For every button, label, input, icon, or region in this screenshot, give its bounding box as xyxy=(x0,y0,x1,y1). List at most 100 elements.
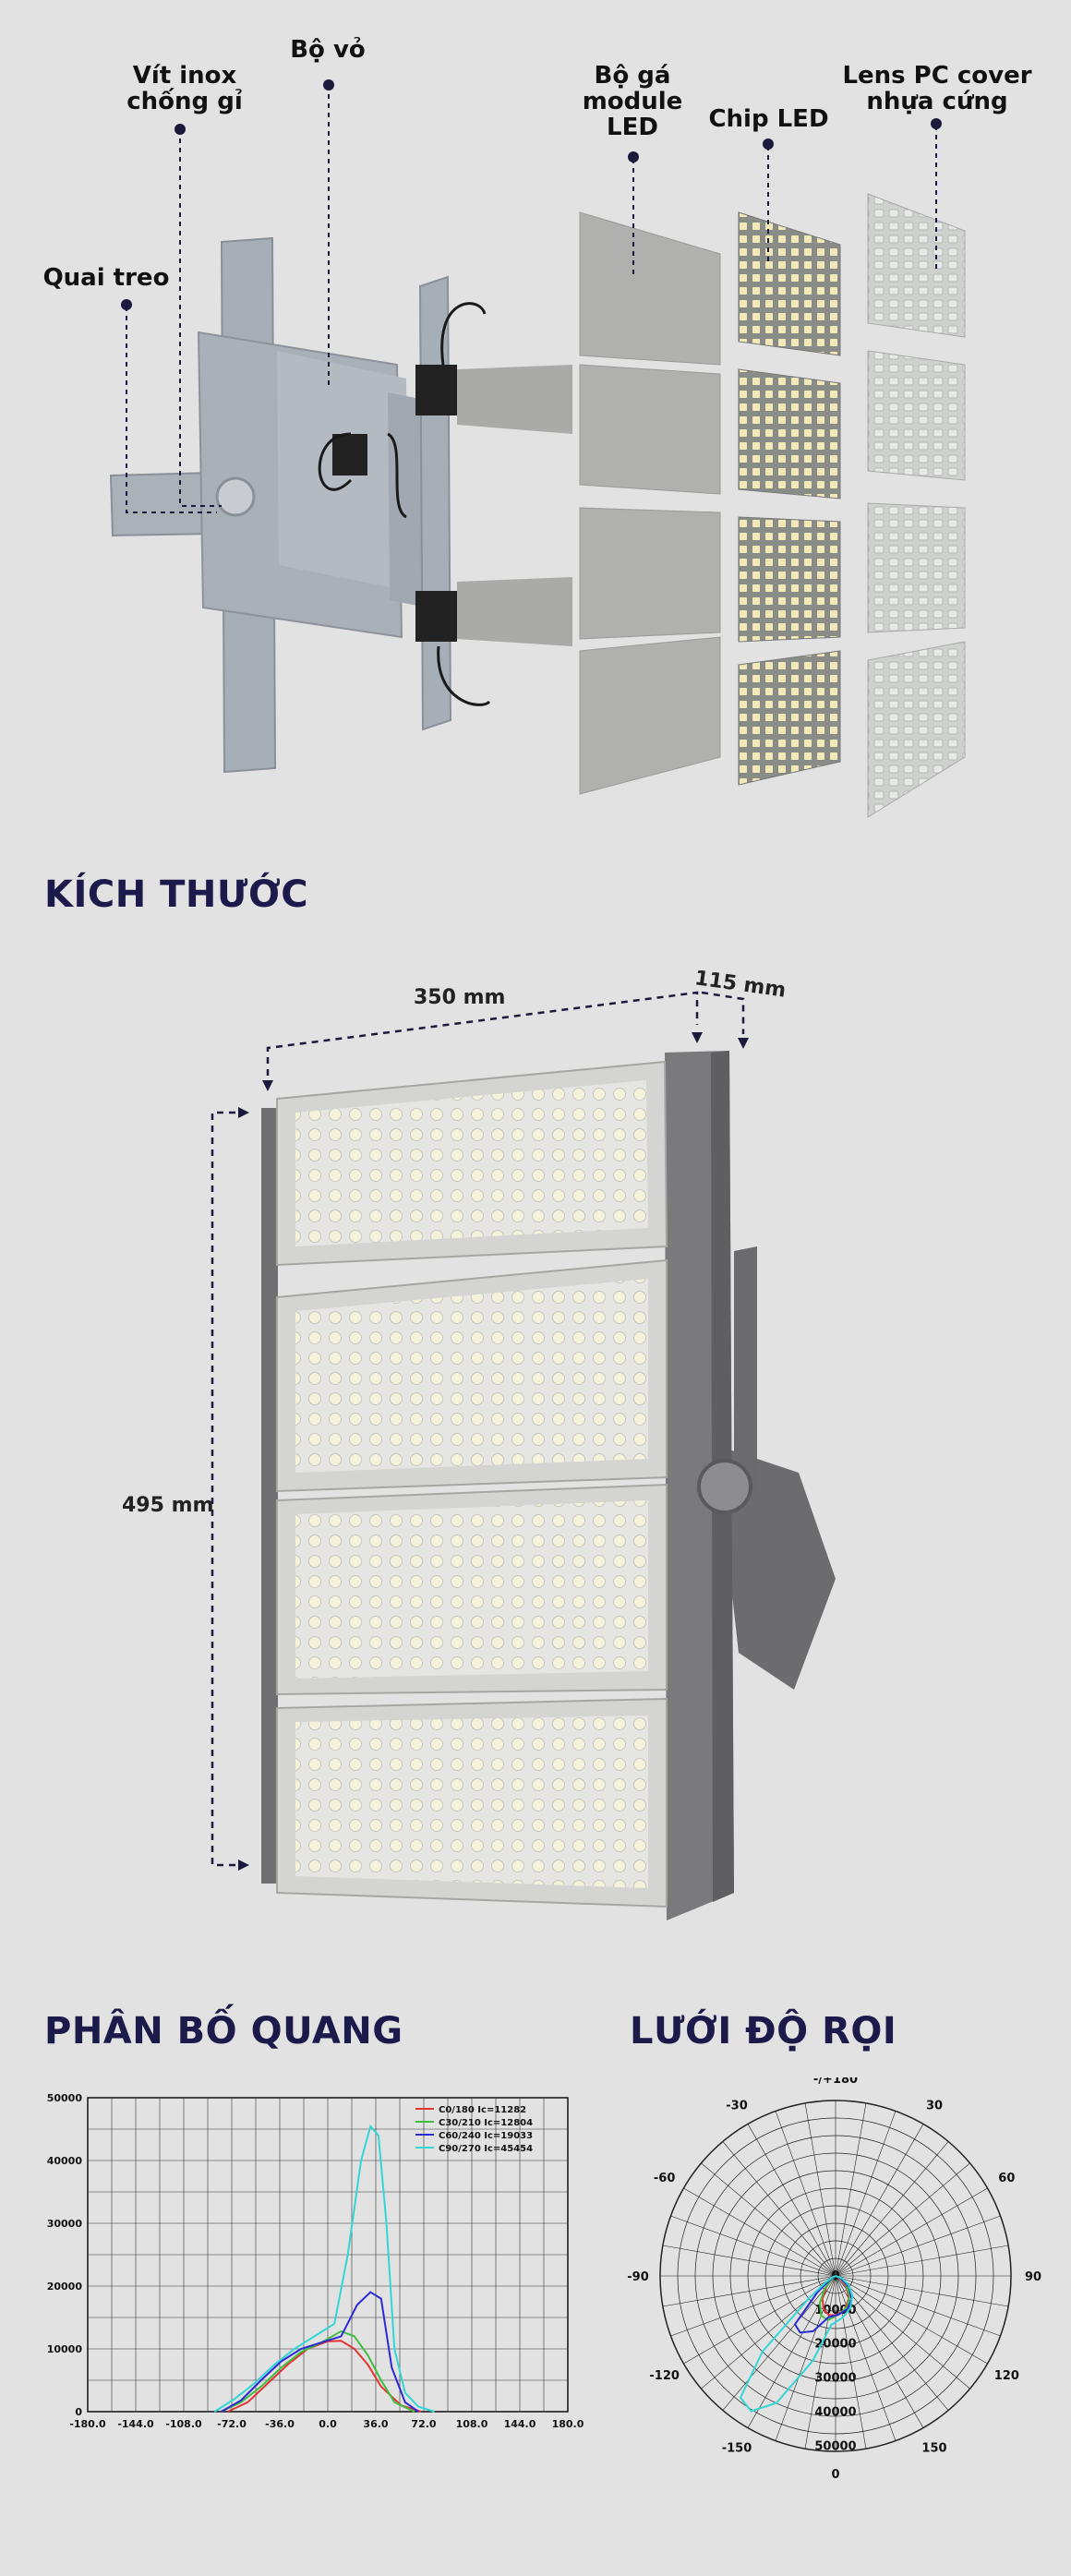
x-tick-label: -108.0 xyxy=(165,2418,202,2430)
angle-label: -150 xyxy=(722,2441,752,2455)
polar-spoke xyxy=(835,2141,949,2277)
angle-label: 60 xyxy=(998,2172,1015,2185)
callout-dots xyxy=(121,79,942,310)
polar-spoke xyxy=(804,2275,836,2450)
angle-label: -60 xyxy=(654,2172,676,2185)
side-bracket xyxy=(418,275,452,731)
legend-label: C30/210 Ic=12804 xyxy=(439,2118,533,2128)
label-quai-treo: Quai treo xyxy=(42,264,170,292)
section-title-dimensions: KÍCH THƯỚC xyxy=(44,873,309,916)
distribution-chart: 0 10000 20000 30000 40000 50000 -180.0 -144.0 -1… xyxy=(47,2092,584,2430)
series-line xyxy=(227,2340,422,2413)
polar-spoke xyxy=(835,2275,970,2389)
polar-spoke xyxy=(775,2111,836,2277)
polar-series xyxy=(739,2275,854,2413)
radial-label: 50000 xyxy=(814,2439,856,2453)
polar-spoke xyxy=(670,2275,836,2337)
polar-spoke xyxy=(835,2111,897,2277)
polar-spoke xyxy=(683,2275,836,2365)
legend-label: C60/240 Ic=19033 xyxy=(439,2131,533,2141)
y-tick-label: 50000 xyxy=(47,2092,83,2104)
x-tick-label: 180.0 xyxy=(552,2418,584,2430)
y-tick-label: 40000 xyxy=(47,2155,83,2167)
led-modules xyxy=(276,1060,668,1908)
legend-label: C0/180 Ic=11282 xyxy=(439,2105,526,2115)
legend-label: C90/270 Ic=45454 xyxy=(439,2144,533,2154)
angle-label: 150 xyxy=(921,2441,946,2455)
polar-spoke xyxy=(835,2275,867,2450)
polar-spoke xyxy=(662,2275,836,2307)
polar-spoke xyxy=(835,2275,897,2441)
polar-spoke xyxy=(835,2215,1001,2277)
polar-spoke xyxy=(835,2124,924,2277)
housing-plate xyxy=(197,331,436,639)
x-tick-label: 36.0 xyxy=(363,2418,388,2430)
polar-spoke xyxy=(722,2275,836,2411)
x-tick-label: -180.0 xyxy=(69,2418,106,2430)
dimension-illustration xyxy=(211,991,836,1920)
polar-spoke xyxy=(835,2275,1001,2337)
angle-label: -/+180 xyxy=(813,2077,858,2087)
label-vit-inox: Vít inox chống gỉ xyxy=(126,62,243,115)
polar-spoke xyxy=(835,2102,867,2277)
angle-label: 90 xyxy=(1025,2270,1041,2284)
angle-label: -120 xyxy=(649,2369,680,2383)
exploded-view: Quai treo Vít inox chống gỉ Bộ vỏ Bộ gá … xyxy=(0,0,1071,831)
x-tick-label: 144.0 xyxy=(504,2418,536,2430)
dim-width: 350 mm xyxy=(414,986,506,1009)
polar-spoke xyxy=(835,2275,1009,2307)
chip-boards xyxy=(738,211,841,786)
radial-label: 20000 xyxy=(814,2338,856,2352)
x-tick-label: 108.0 xyxy=(456,2418,488,2430)
polar-spoke xyxy=(835,2162,970,2277)
polar-spoke xyxy=(835,2187,988,2277)
polar-spoke xyxy=(804,2102,836,2277)
series-line xyxy=(213,2124,435,2413)
radial-label: 40000 xyxy=(814,2405,856,2419)
exploded-illustration xyxy=(109,79,966,818)
dimension-view: 350 mm 115 mm 495 mm xyxy=(0,942,1071,1939)
junction-box xyxy=(332,434,367,475)
section-title-distribution: PHÂN BỐ QUANG xyxy=(44,2010,403,2052)
polar-spoke xyxy=(775,2275,836,2441)
radial-label: 30000 xyxy=(814,2372,856,2386)
x-tick-label: 0.0 xyxy=(319,2418,337,2430)
y-tick-label: 10000 xyxy=(47,2343,83,2355)
module-plates xyxy=(579,211,721,795)
label-lens: Lens PC cover nhựa cứng xyxy=(842,62,1032,115)
led-driver-bottom xyxy=(415,577,572,646)
lens-covers xyxy=(867,193,966,818)
angle-label: -30 xyxy=(726,2100,748,2113)
section-title-grid: LƯỚI ĐỘ RỌI xyxy=(630,2010,897,2052)
x-tick-label: 72.0 xyxy=(411,2418,436,2430)
y-tick-label: 30000 xyxy=(47,2218,83,2230)
polar-spoke xyxy=(835,2275,949,2411)
label-bo-vo: Bộ vỏ xyxy=(290,36,366,64)
y-tick-label: 20000 xyxy=(47,2281,83,2293)
angle-label: -90 xyxy=(627,2270,649,2284)
polar-spoke xyxy=(722,2141,836,2277)
series-line xyxy=(221,2329,415,2413)
label-chip-led: Chip LED xyxy=(708,105,829,133)
polar-spoke xyxy=(662,2245,836,2277)
angle-label: 30 xyxy=(926,2100,943,2113)
dim-height: 495 mm xyxy=(122,1494,214,1517)
polar-spoke xyxy=(683,2187,836,2277)
callout-lines xyxy=(126,85,937,513)
led-driver-top xyxy=(415,365,572,434)
dimension-lines xyxy=(211,991,745,1867)
angle-label: 0 xyxy=(831,2468,839,2482)
x-tick-label: -72.0 xyxy=(217,2418,247,2430)
polar-spoke xyxy=(701,2162,836,2277)
polar-spoke xyxy=(835,2245,1009,2277)
polar-spoke xyxy=(747,2124,836,2277)
y-tick-label: 0 xyxy=(75,2406,82,2418)
polar-spoke xyxy=(670,2215,836,2277)
x-tick-label: -144.0 xyxy=(117,2418,154,2430)
x-tick-label: -36.0 xyxy=(265,2418,295,2430)
angle-label: 120 xyxy=(994,2369,1019,2383)
series-line xyxy=(220,2291,419,2413)
label-bo-ga: Bộ gá module LED xyxy=(582,62,683,141)
polar-spoke xyxy=(835,2275,988,2365)
